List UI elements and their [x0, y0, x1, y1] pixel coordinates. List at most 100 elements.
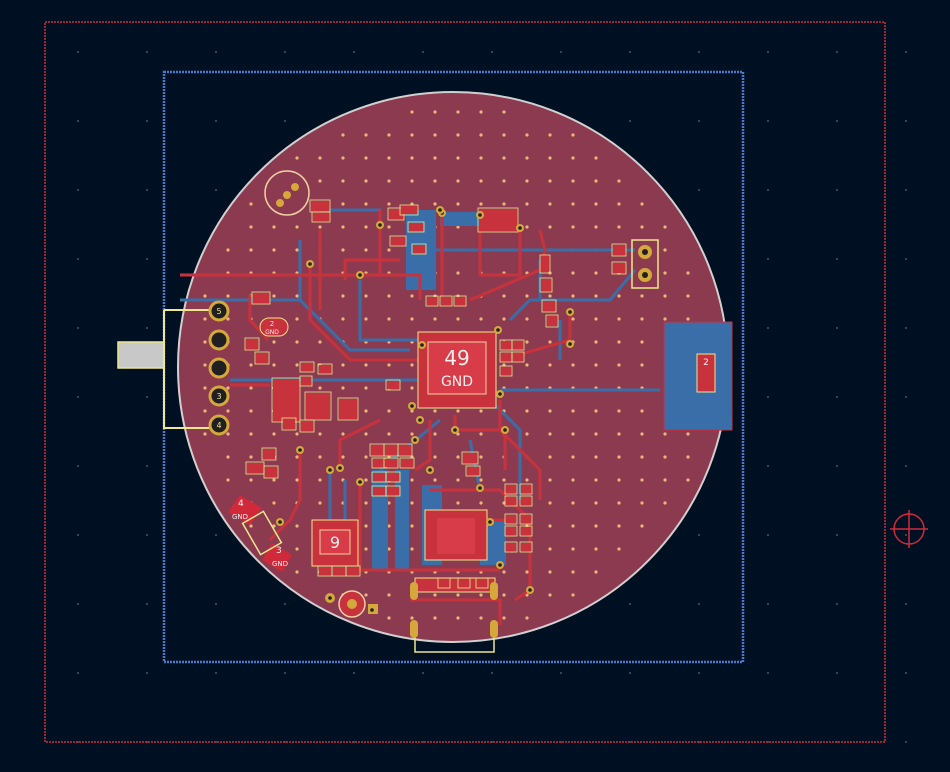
stitch-via — [364, 593, 368, 597]
stitch-via — [617, 432, 621, 436]
smd-footprint[interactable] — [383, 457, 399, 469]
smd-footprint[interactable] — [337, 397, 359, 421]
stitch-via — [456, 478, 460, 482]
smd-footprint[interactable] — [504, 495, 518, 507]
stitch-via — [571, 363, 575, 367]
smd-footprint[interactable] — [345, 565, 361, 577]
smd-footprint[interactable] — [519, 483, 533, 495]
smd-footprint[interactable] — [251, 291, 271, 305]
smd-footprint[interactable] — [385, 471, 401, 483]
stitch-via — [203, 432, 207, 436]
stitch-via — [548, 202, 552, 206]
stitch-via — [571, 501, 575, 505]
smd-footprint[interactable] — [299, 419, 315, 433]
stitch-via — [548, 501, 552, 505]
smd-footprint[interactable] — [461, 451, 479, 465]
stitch-via — [479, 616, 483, 620]
pin-header[interactable]: 534 — [208, 300, 230, 436]
smd-footprint[interactable] — [504, 541, 518, 553]
antenna-component[interactable]: 2 — [696, 353, 716, 393]
smd-footprint[interactable] — [465, 465, 481, 477]
smd-footprint[interactable] — [611, 261, 627, 275]
smd-footprint[interactable] — [519, 541, 533, 553]
stitch-via — [640, 202, 644, 206]
stitch-via — [341, 363, 345, 367]
stitch-via — [318, 501, 322, 505]
stitch-via — [249, 409, 253, 413]
stitch-via — [318, 455, 322, 459]
smd-footprint[interactable] — [304, 391, 332, 421]
smd-footprint[interactable] — [477, 207, 519, 233]
smd-footprint[interactable] — [411, 243, 427, 255]
stitch-via — [594, 570, 598, 574]
usb-c-connector[interactable] — [410, 577, 498, 653]
smd-footprint[interactable] — [261, 447, 277, 461]
mcu-footprint[interactable]: 49 GND — [417, 331, 497, 409]
smd-footprint[interactable] — [539, 254, 551, 274]
smd-footprint[interactable] — [539, 277, 553, 293]
smd-footprint[interactable] — [281, 417, 297, 431]
ic-bottom-qfn[interactable] — [424, 509, 488, 561]
stitch-via — [341, 179, 345, 183]
smd-footprint[interactable] — [519, 525, 533, 537]
smd-footprint[interactable] — [437, 577, 451, 589]
smd-footprint[interactable] — [263, 465, 279, 479]
stitch-via — [364, 363, 368, 367]
smd-footprint[interactable] — [317, 363, 333, 375]
smd-footprint[interactable] — [311, 211, 331, 223]
to92-component[interactable] — [264, 170, 310, 216]
usb-connector[interactable] — [117, 309, 210, 429]
stitch-via — [295, 455, 299, 459]
two-pin-connector[interactable] — [631, 239, 659, 289]
smd-footprint[interactable] — [254, 351, 270, 365]
smd-footprint[interactable] — [439, 295, 453, 307]
led-component[interactable]: 2 GND — [259, 317, 289, 337]
smd-footprint[interactable] — [299, 361, 315, 373]
header-pin — [208, 300, 230, 322]
smd-footprint[interactable] — [545, 314, 559, 328]
smd-footprint[interactable] — [385, 485, 401, 497]
ic-qfn-9[interactable]: 9 — [311, 519, 359, 567]
smd-components[interactable] — [244, 199, 627, 589]
gnd-pads[interactable]: 4 GND 3 GND — [228, 495, 292, 572]
smd-footprint[interactable] — [475, 577, 489, 589]
smd-footprint[interactable] — [389, 235, 407, 247]
stitch-via — [433, 478, 437, 482]
stitch-via — [663, 294, 667, 298]
smd-footprint[interactable] — [504, 483, 518, 495]
stitch-via — [226, 478, 230, 482]
smd-footprint[interactable] — [399, 457, 415, 469]
stitch-via — [387, 501, 391, 505]
smd-footprint[interactable] — [399, 204, 419, 216]
stitch-via — [272, 501, 276, 505]
smd-footprint[interactable] — [519, 513, 533, 525]
stitch-via — [502, 156, 506, 160]
smd-footprint[interactable] — [511, 339, 525, 351]
smd-footprint[interactable] — [425, 295, 439, 307]
smd-footprint[interactable] — [519, 495, 533, 507]
smd-footprint[interactable] — [504, 513, 518, 525]
stitch-via — [456, 179, 460, 183]
stitch-via — [203, 409, 207, 413]
stitch-via — [410, 409, 414, 413]
smd-footprint[interactable] — [244, 337, 260, 351]
smd-footprint[interactable] — [611, 243, 627, 257]
header-pin-number: 4 — [216, 421, 221, 430]
stitch-via — [525, 179, 529, 183]
stitch-via — [387, 248, 391, 252]
stitch-via — [456, 133, 460, 137]
smd-footprint[interactable] — [457, 577, 471, 589]
stitch-via — [456, 501, 460, 505]
smd-footprint[interactable] — [499, 365, 513, 377]
smd-footprint[interactable] — [407, 221, 425, 233]
smd-footprint[interactable] — [397, 443, 413, 457]
stitch-via — [617, 409, 621, 413]
stitch-via — [640, 455, 644, 459]
smd-footprint[interactable] — [541, 299, 557, 313]
smd-footprint[interactable] — [511, 351, 525, 363]
smd-footprint[interactable] — [453, 295, 467, 307]
smd-footprint[interactable] — [385, 379, 401, 391]
smd-footprint[interactable] — [504, 525, 518, 537]
stitch-via — [249, 524, 253, 528]
